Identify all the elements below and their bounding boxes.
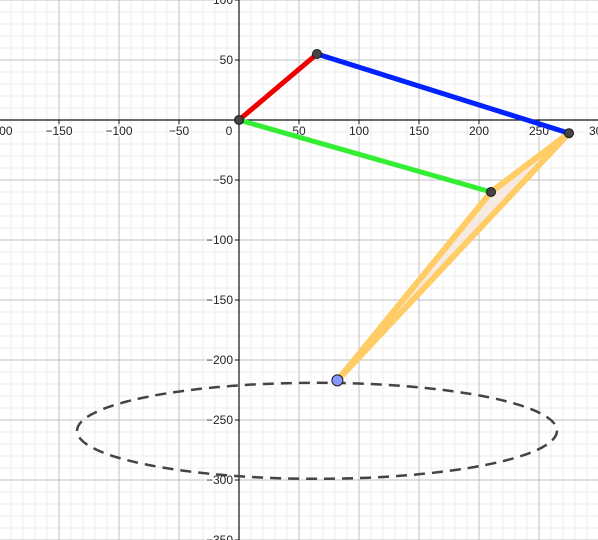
segment-layer: [237, 51, 570, 195]
x-tick-label: −200: [0, 124, 13, 138]
y-tick-label: −50: [213, 173, 234, 187]
y-tick-label: 100: [213, 0, 233, 7]
ellipse-layer: [75, 381, 559, 481]
y-tick-label: −250: [206, 413, 233, 427]
point-origin[interactable]: [234, 115, 244, 125]
x-tick-label: 200: [469, 124, 489, 138]
point-top-joint[interactable]: [312, 49, 322, 59]
y-tick-label: 50: [220, 53, 234, 67]
y-tick-label: −350: [206, 533, 233, 540]
triangle-layer: [334, 130, 572, 384]
y-tick-label: −100: [206, 233, 233, 247]
y-tick-label: −200: [206, 353, 233, 367]
point-layer: [234, 49, 574, 387]
x-tick-label: −100: [105, 124, 132, 138]
point-tracer[interactable]: [331, 374, 344, 387]
y-tick-label: −150: [206, 293, 233, 307]
x-tick-label: 0: [226, 124, 233, 138]
x-tick-label: 150: [409, 124, 429, 138]
x-tick-label: 100: [349, 124, 369, 138]
green-link[interactable]: [238, 117, 492, 195]
dashed-ellipse-locus[interactable]: [75, 381, 559, 481]
coupler-triangle[interactable]: [334, 130, 572, 384]
point-coupler-joint[interactable]: [486, 187, 496, 197]
point-right-joint[interactable]: [564, 128, 574, 139]
x-tick-label: −150: [45, 124, 72, 138]
blue-link[interactable]: [316, 51, 570, 136]
x-tick-label: 300: [589, 124, 598, 138]
x-tick-label: −50: [169, 124, 190, 138]
red-link[interactable]: [237, 52, 319, 122]
